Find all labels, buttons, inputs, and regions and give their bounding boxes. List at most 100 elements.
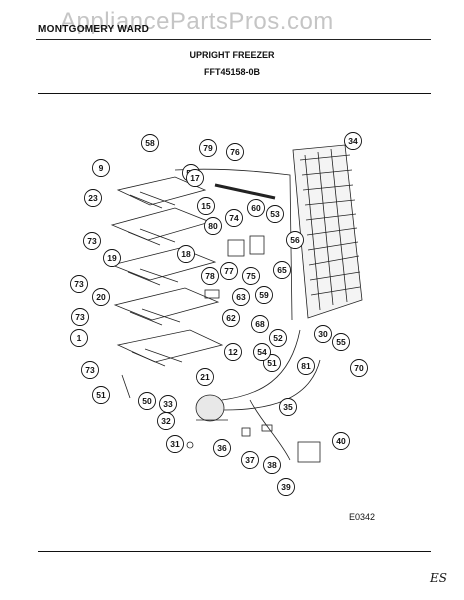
callout-circle bbox=[70, 329, 88, 347]
callout-circle bbox=[213, 439, 231, 457]
callout-circle bbox=[242, 267, 260, 285]
callout-label: 17 bbox=[190, 173, 200, 183]
callout-circle bbox=[186, 169, 204, 187]
callout-circle bbox=[141, 134, 159, 152]
relay-box bbox=[249, 235, 265, 255]
callout-circle bbox=[92, 288, 110, 306]
callout-label: 70 bbox=[354, 363, 364, 373]
callout-label: 76 bbox=[230, 147, 240, 157]
callout-label: 75 bbox=[246, 271, 256, 281]
callout-label: 73 bbox=[87, 236, 97, 246]
brand-header: MONTGOMERY WARD bbox=[38, 24, 150, 35]
callout-label: 51 bbox=[267, 358, 277, 368]
callout-circle bbox=[157, 412, 175, 430]
callout-circle bbox=[224, 343, 242, 361]
model-number: FFT45158-0B bbox=[203, 67, 261, 77]
callout-label: 31 bbox=[170, 439, 180, 449]
callout-label: 52 bbox=[273, 333, 283, 343]
callout-label: 30 bbox=[318, 329, 328, 339]
callout-circle bbox=[225, 209, 243, 227]
callout-circle bbox=[84, 189, 102, 207]
callout-group: 5879763495717231560537473188056197778756… bbox=[70, 132, 368, 496]
diagram-code: E0342 bbox=[349, 512, 376, 522]
callout-circle bbox=[350, 359, 368, 377]
callout-label: 80 bbox=[208, 221, 218, 231]
callout-circle bbox=[253, 343, 271, 361]
callout-label: 55 bbox=[336, 337, 346, 347]
diagram-title: UPRIGHT FREEZER bbox=[189, 50, 275, 60]
callout-label: 62 bbox=[226, 313, 236, 323]
callout-label: 81 bbox=[301, 361, 311, 371]
callout-label: 73 bbox=[85, 365, 95, 375]
callout-circle bbox=[297, 357, 315, 375]
callout-label: 34 bbox=[348, 136, 358, 146]
watermark: AppliancePartsPros.com bbox=[60, 8, 334, 35]
callout-circle bbox=[226, 143, 244, 161]
callout-circle bbox=[314, 325, 332, 343]
callout-label: 39 bbox=[281, 482, 291, 492]
callout-label: 73 bbox=[74, 279, 84, 289]
callout-label: 77 bbox=[224, 266, 234, 276]
callout-circle bbox=[177, 245, 195, 263]
callout-label: 35 bbox=[283, 402, 293, 412]
callout-label: 73 bbox=[75, 312, 85, 322]
callout-label: 79 bbox=[203, 143, 213, 153]
callout-circle bbox=[199, 139, 217, 157]
callout-label: 37 bbox=[245, 455, 255, 465]
callout-label: 12 bbox=[228, 347, 238, 357]
callout-circle bbox=[92, 159, 110, 177]
callout-circle bbox=[251, 315, 269, 333]
callout-label: 54 bbox=[257, 347, 267, 357]
callout-circle bbox=[70, 275, 88, 293]
callout-label: 60 bbox=[251, 203, 261, 213]
callout-circle bbox=[269, 329, 287, 347]
bottom-rule bbox=[38, 551, 431, 552]
callout-label: 20 bbox=[96, 292, 106, 302]
callout-label: 21 bbox=[200, 372, 210, 382]
callout-circle bbox=[247, 199, 265, 217]
callout-circle bbox=[232, 288, 250, 306]
callout-label: 9 bbox=[99, 163, 104, 173]
callout-circle bbox=[166, 435, 184, 453]
control-box bbox=[227, 239, 245, 257]
top-rule bbox=[38, 93, 431, 94]
callout-circle bbox=[71, 308, 89, 326]
callout-label: 58 bbox=[145, 138, 155, 148]
callout-circle bbox=[196, 368, 214, 386]
callout-circle bbox=[266, 205, 284, 223]
callout-circle bbox=[273, 261, 291, 279]
bracket bbox=[204, 289, 220, 299]
callout-circle bbox=[220, 262, 238, 280]
callout-label: 56 bbox=[290, 235, 300, 245]
callout-label: 65 bbox=[277, 265, 287, 275]
callout-label: 40 bbox=[336, 436, 346, 446]
callout-label: 68 bbox=[255, 319, 265, 329]
callout-circle bbox=[222, 309, 240, 327]
evaporator-tube bbox=[214, 183, 276, 200]
callout-circle bbox=[344, 132, 362, 150]
callout-circle bbox=[263, 456, 281, 474]
callout-label: 38 bbox=[267, 460, 277, 470]
drain-pan bbox=[297, 441, 321, 463]
callout-circle bbox=[241, 451, 259, 469]
signature: ES bbox=[430, 571, 447, 585]
callout-circle bbox=[332, 432, 350, 450]
callout-circle bbox=[83, 232, 101, 250]
header-divider bbox=[36, 39, 431, 40]
callout-circle bbox=[279, 398, 297, 416]
condenser-coil bbox=[292, 144, 363, 319]
callout-label: 74 bbox=[229, 213, 239, 223]
callout-circle bbox=[201, 267, 219, 285]
callout-circle bbox=[103, 249, 121, 267]
callout-circle bbox=[332, 333, 350, 351]
callout-circle bbox=[81, 361, 99, 379]
callout-label: 63 bbox=[236, 292, 246, 302]
callout-circle bbox=[277, 478, 295, 496]
callout-circle bbox=[138, 392, 156, 410]
callout-circle bbox=[92, 386, 110, 404]
callout-label: 1 bbox=[77, 333, 82, 343]
callout-label: 53 bbox=[270, 209, 280, 219]
callout-label: 59 bbox=[259, 290, 269, 300]
callout-label: 78 bbox=[205, 271, 215, 281]
